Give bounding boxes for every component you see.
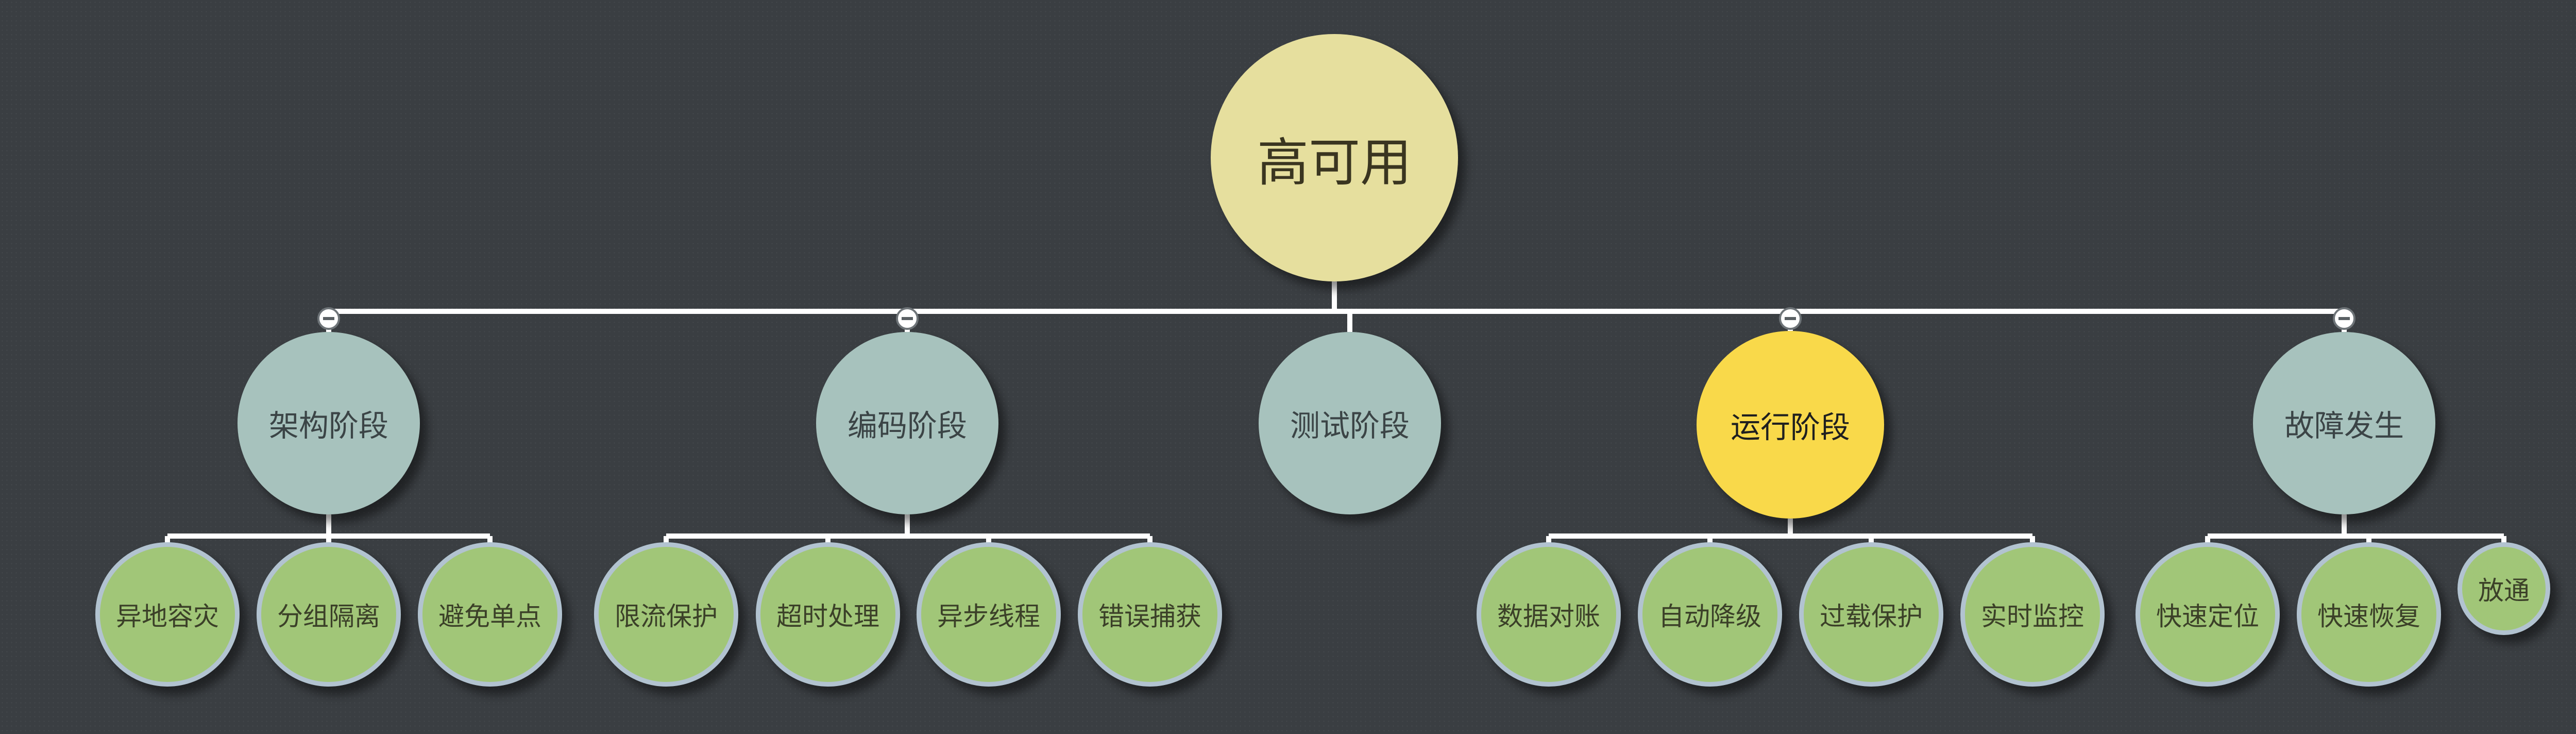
stage-label: 编码阶段 xyxy=(847,408,967,443)
leaf-node[interactable]: 放通 xyxy=(2458,542,2550,635)
leaf-label: 超时处理 xyxy=(776,602,879,631)
leaf-label: 分组隔离 xyxy=(277,602,380,631)
leaf-node[interactable]: 快速恢复 xyxy=(2297,542,2441,687)
stage-node-architecture[interactable]: 架构阶段 xyxy=(238,332,420,514)
stage-node-testing[interactable]: 测试阶段 xyxy=(1259,332,1441,514)
leaf-node[interactable]: 异步线程 xyxy=(917,542,1061,687)
collapse-toggle-running[interactable] xyxy=(1779,307,1802,330)
leaf-node[interactable]: 自动降级 xyxy=(1638,542,1782,687)
leaf-label: 错误捕获 xyxy=(1098,602,1201,631)
leaf-label: 快速恢复 xyxy=(2317,602,2420,631)
collapse-toggle-failure[interactable] xyxy=(2333,307,2355,330)
stage-node-running[interactable]: 运行阶段 xyxy=(1697,331,1884,519)
leaf-node[interactable]: 实时监控 xyxy=(1960,542,2105,687)
leaf-node[interactable]: 避免单点 xyxy=(418,542,562,687)
leaf-label: 限流保护 xyxy=(615,602,718,631)
leaf-node[interactable]: 快速定位 xyxy=(2136,542,2280,687)
leaf-label: 实时监控 xyxy=(1981,602,2084,631)
leaf-node[interactable]: 超时处理 xyxy=(756,542,900,687)
leaf-node[interactable]: 异地容灾 xyxy=(95,542,240,687)
leaf-label: 自动降级 xyxy=(1658,602,1761,631)
leaf-node[interactable]: 过载保护 xyxy=(1799,542,1943,687)
leaf-node[interactable]: 错误捕获 xyxy=(1078,542,1222,687)
collapse-toggle-coding[interactable] xyxy=(896,307,919,330)
stage-node-coding[interactable]: 编码阶段 xyxy=(816,332,998,514)
leaf-label: 数据对账 xyxy=(1497,602,1600,631)
stage-label: 架构阶段 xyxy=(268,408,388,443)
leaf-label: 快速定位 xyxy=(2156,602,2259,631)
stage-label: 测试阶段 xyxy=(1290,408,1410,443)
leaf-label: 过载保护 xyxy=(1820,602,1923,631)
stage-label: 故障发生 xyxy=(2284,408,2404,443)
leaf-label: 异地容灾 xyxy=(116,602,219,631)
root-node[interactable]: 高可用 xyxy=(1211,34,1458,281)
stage-label: 运行阶段 xyxy=(1730,410,1850,445)
leaf-node[interactable]: 数据对账 xyxy=(1477,542,1621,687)
leaf-node[interactable]: 限流保护 xyxy=(594,542,738,687)
collapse-toggle-architecture[interactable] xyxy=(317,307,340,330)
stage-node-failure[interactable]: 故障发生 xyxy=(2253,332,2435,514)
leaf-label: 放通 xyxy=(2478,576,2530,606)
root-label: 高可用 xyxy=(1257,132,1412,193)
leaf-label: 异步线程 xyxy=(937,602,1040,631)
leaf-label: 避免单点 xyxy=(438,602,541,631)
leaf-node[interactable]: 分组隔离 xyxy=(257,542,401,687)
